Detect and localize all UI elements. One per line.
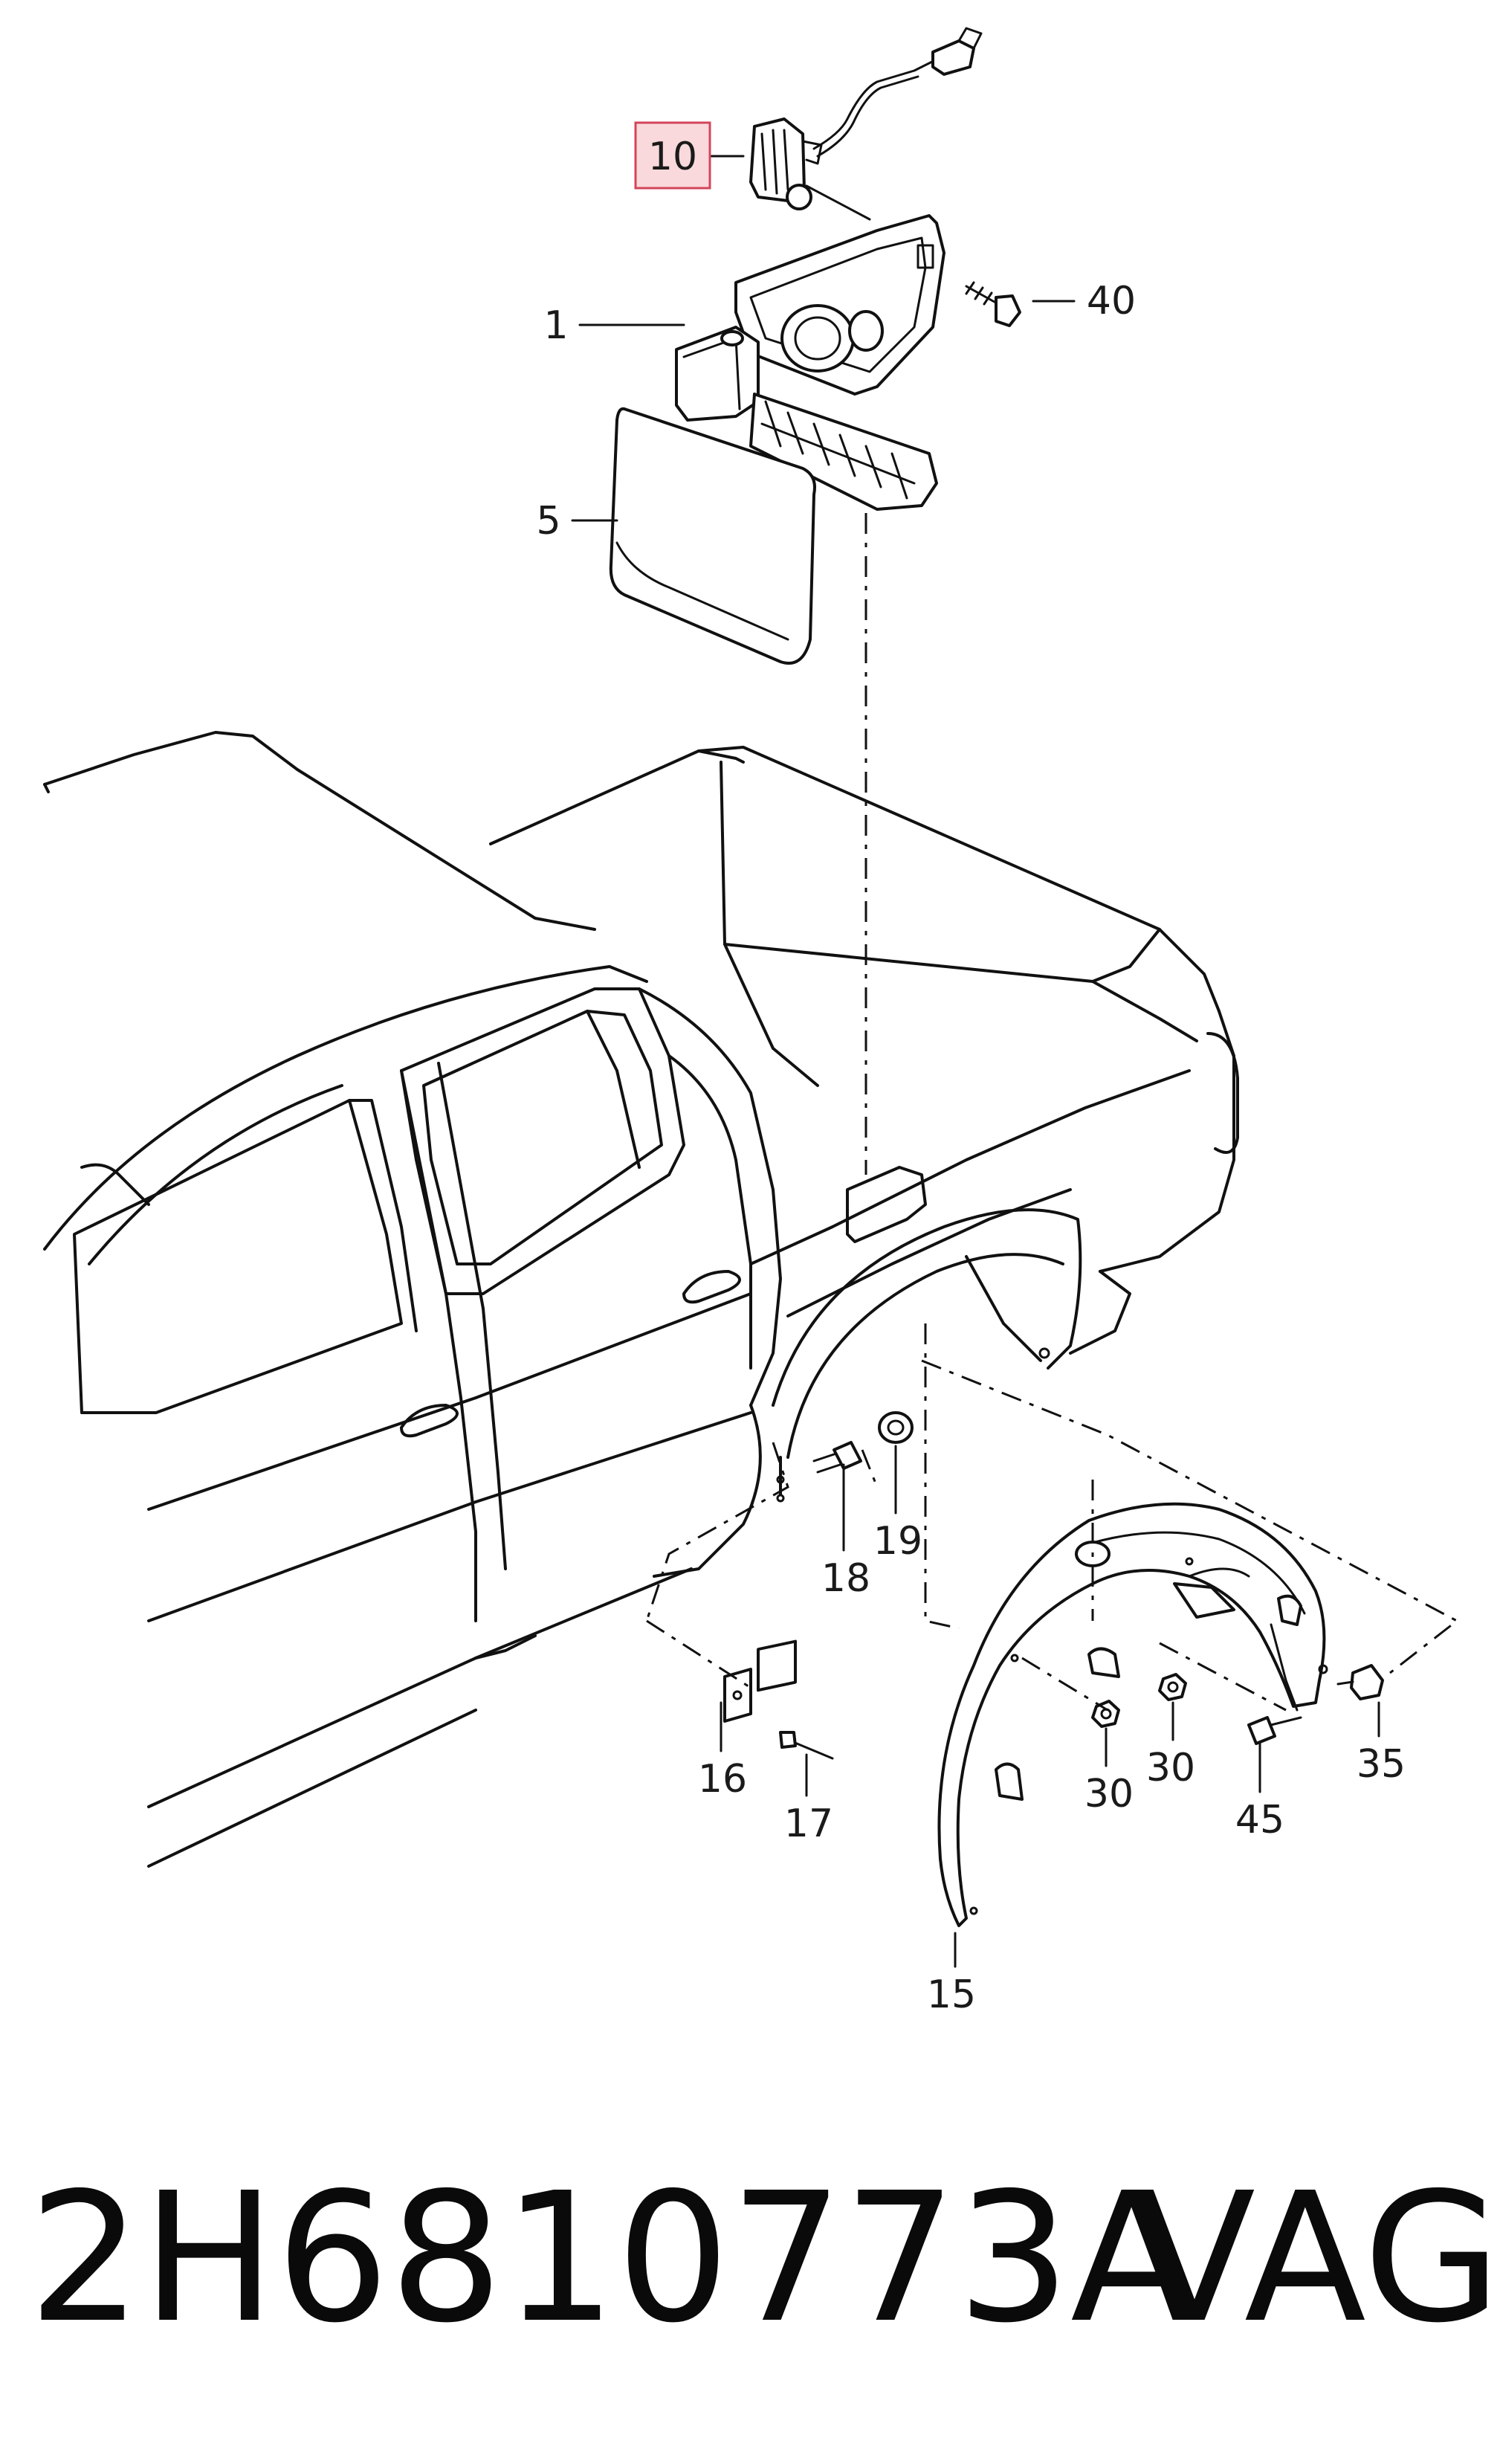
callout-17: 17 [784, 1802, 833, 1846]
callout-30-left: 30 [1084, 1772, 1134, 1816]
callouts: 10 1 40 5 18 19 16 17 30 30 35 45 15 [536, 121, 1406, 2017]
callout-19: 19 [873, 1519, 922, 1564]
leader-lines [571, 155, 1380, 1968]
callout-40: 40 [1087, 279, 1136, 323]
screw-40 [965, 281, 1021, 327]
nut-30-left [1091, 1700, 1120, 1728]
fuel-door [609, 407, 816, 665]
fuel-flap-on-body [846, 1166, 927, 1243]
assembly-lines [645, 513, 1459, 1712]
clip-18 [812, 1441, 862, 1474]
fuel-door-actuator [749, 27, 983, 221]
callout-5: 5 [536, 499, 560, 544]
callout-45: 45 [1235, 1798, 1284, 1842]
callout-18: 18 [821, 1556, 870, 1601]
wheel-housing-liner [937, 1502, 1328, 1927]
screw-45 [1247, 1716, 1302, 1745]
fuel-filler-housing [675, 214, 945, 511]
callout-10: 10 [648, 135, 697, 179]
callout-35: 35 [1357, 1742, 1406, 1787]
rivet-17 [779, 1731, 834, 1760]
brand-caption: VAG [1134, 2154, 1500, 2362]
clip-35 [1336, 1664, 1384, 1700]
vehicle-body-outline [43, 731, 1239, 1868]
callout-10-highlight [634, 121, 711, 190]
part-number-caption: 2H6810773A [28, 2154, 1192, 2362]
nut-30-right [1158, 1673, 1187, 1701]
bracket-16 [723, 1639, 797, 1723]
callout-15: 15 [927, 1973, 976, 2017]
callout-1: 1 [543, 303, 568, 348]
callout-16: 16 [698, 1757, 747, 1802]
grommet-19 [878, 1411, 914, 1444]
callout-30-right: 30 [1146, 1746, 1195, 1790]
